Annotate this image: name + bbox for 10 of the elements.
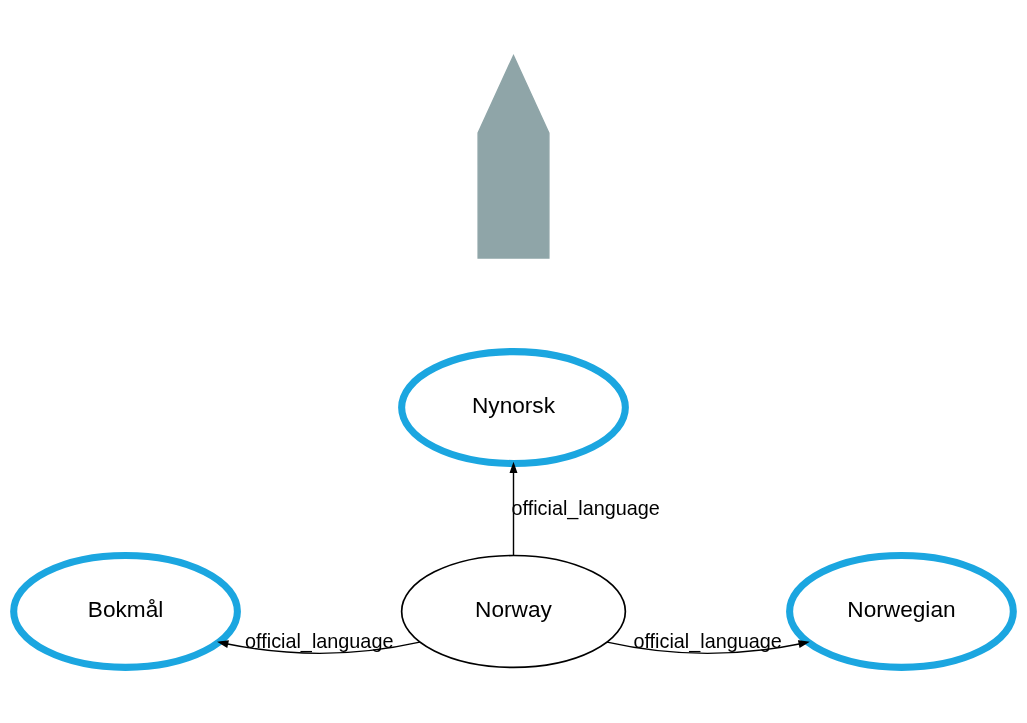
node-ellipse: Bokmål	[10, 551, 241, 671]
arrow	[217, 640, 421, 655]
edge-label: official_language	[633, 629, 782, 652]
node-ellipse: Nynorsk	[398, 348, 629, 467]
node-ellipse: Norwegian	[786, 551, 1017, 671]
arrow	[509, 461, 518, 556]
edge-label: official_language	[245, 629, 394, 652]
arrow	[606, 640, 810, 655]
node-arrow	[477, 53, 550, 259]
node-ellipse: Norway	[400, 554, 627, 669]
